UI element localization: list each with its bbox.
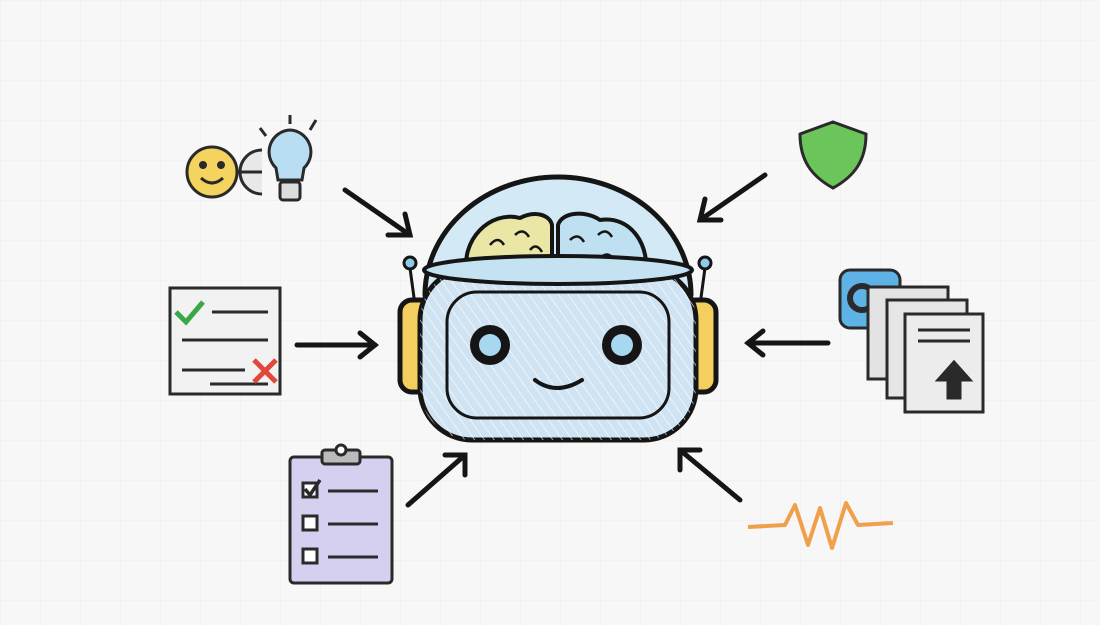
arrow-bottom-right <box>677 447 743 503</box>
upload-arrow-icon <box>934 359 974 400</box>
document-stack-upload-icon <box>838 268 985 414</box>
antenna-ball-right <box>697 255 713 271</box>
antenna-ball-left <box>402 255 418 271</box>
smile <box>533 378 584 390</box>
arrow-right <box>743 328 831 358</box>
arrows <box>294 172 831 508</box>
clipboard-checklist-icon <box>288 443 394 585</box>
arrow-bottom-left <box>405 452 468 508</box>
smiley-lightbulb-icon <box>185 115 318 202</box>
dome-rim <box>422 254 694 286</box>
smiley-icon <box>185 145 239 199</box>
arrow-left <box>294 330 380 360</box>
shield-icon <box>798 120 868 190</box>
checklist-document-icon <box>168 286 282 396</box>
arrow-top-right <box>696 172 768 223</box>
waveform-icon <box>747 501 894 550</box>
lightbulb-icon <box>267 128 313 182</box>
cross-icon <box>252 358 278 384</box>
check-icon <box>174 300 205 326</box>
face-screen <box>445 290 671 420</box>
arrow-top-left <box>342 187 414 238</box>
robot-head-with-brain-icon <box>397 174 719 443</box>
